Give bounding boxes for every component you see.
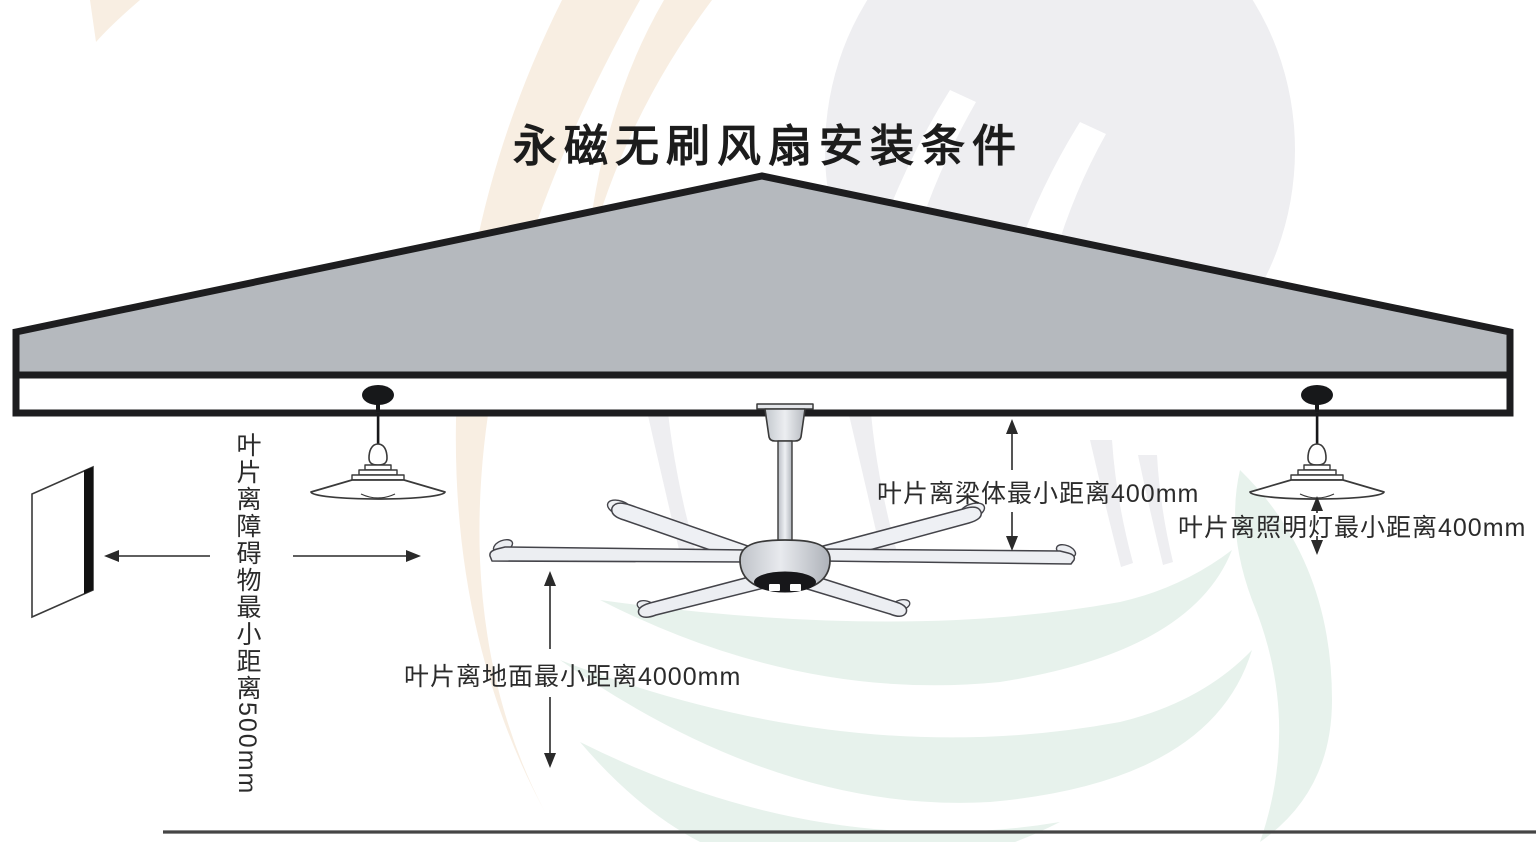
- pendant-lamp-right: [1249, 385, 1385, 500]
- fan-blade-right: [821, 548, 1076, 565]
- label-light-clearance: 叶片离照明灯最小距离400mm: [1178, 514, 1527, 542]
- roof-outline: [12, 172, 1514, 417]
- watermark-leaves: [560, 470, 1332, 842]
- lamp-mount-left: [362, 385, 394, 405]
- fan-hub-underside: [754, 571, 816, 593]
- lamp-shade-left: [310, 479, 446, 500]
- dim-beam: [1006, 419, 1018, 551]
- hvls-fan: [489, 403, 1077, 618]
- fan-drop-tube: [777, 440, 793, 548]
- label-beam-clearance: 叶片离梁体最小距离400mm: [877, 480, 1200, 508]
- diagram-title: 永磁无刷风扇安装条件: [513, 122, 1023, 171]
- dimension-arrows: [104, 419, 1323, 768]
- fan-blade-lower-left: [637, 571, 777, 618]
- obstacle-wall: [31, 465, 94, 619]
- fan-blade-lower-right: [793, 571, 908, 617]
- dim-obstacle: [104, 550, 421, 562]
- label-obstacle-clearance: 叶片离障碍物最小距离500mm: [233, 432, 261, 796]
- pendant-lamp-left: [310, 385, 446, 500]
- fan-blade-left: [489, 546, 749, 563]
- label-floor-clearance: 叶片离地面最小距离4000mm: [404, 663, 742, 691]
- roof: [12, 172, 1514, 417]
- lamp-shade-right: [1249, 479, 1385, 500]
- lamp-mount-right: [1301, 385, 1333, 405]
- fan-mount-box: [764, 408, 806, 442]
- dim-floor: [544, 571, 556, 768]
- obstacle-wall-edge: [84, 467, 93, 594]
- roof-slab: [16, 176, 1510, 374]
- dim-light: [1311, 496, 1323, 555]
